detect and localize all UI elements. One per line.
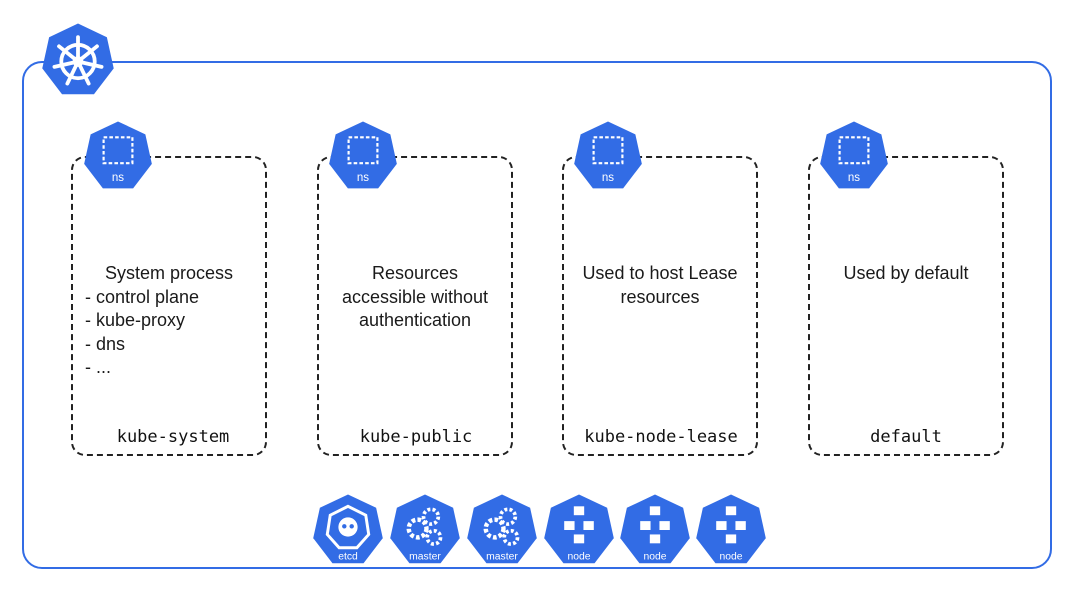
namespace-name: kube-node-lease [584, 427, 738, 447]
namespace-icon: ns [329, 121, 397, 189]
namespace-name: kube-public [359, 427, 473, 447]
list-item: - ... [85, 357, 111, 377]
namespace-icon-label: ns [602, 172, 614, 184]
component-label: master [409, 552, 441, 563]
component-label: etcd [338, 552, 358, 563]
namespace-name: default [870, 427, 942, 447]
namespace-description: Resources accessible without authenticat… [317, 262, 513, 333]
namespace-box-kube-system [71, 156, 267, 456]
component-list: - control plane - kube-proxy - dns - ... [71, 286, 267, 380]
namespace-icon-label: ns [112, 172, 124, 184]
etcd-icon: etcd [313, 494, 383, 564]
cluster-boundary [22, 61, 1052, 569]
namespace-description: Used by default [808, 262, 1004, 286]
component-label: node [719, 552, 742, 563]
node-icon: node [544, 494, 614, 564]
namespace-icon-label: ns [848, 172, 860, 184]
list-item: - dns [85, 333, 126, 354]
component-label: master [486, 552, 518, 563]
description-line: resources [620, 286, 700, 307]
namespace-icon: ns [84, 121, 152, 189]
namespace-icon: ns [574, 121, 642, 189]
description-line: accessible without [341, 286, 489, 307]
description-line: Resources [371, 263, 459, 283]
namespace-box-kube-public [317, 156, 513, 456]
component-label: node [643, 552, 666, 563]
node-icon: node [620, 494, 690, 564]
master-icon: master [390, 494, 460, 564]
namespace-description: Used to host Lease resources [562, 262, 758, 309]
list-item: - kube-proxy [85, 310, 186, 330]
namespace-name: kube-system [116, 427, 230, 447]
list-item: - control plane [85, 286, 200, 307]
description-line: Used by default [843, 263, 969, 283]
master-icon: master [467, 494, 537, 564]
namespace-icon-label: ns [357, 172, 369, 184]
node-icon: node [696, 494, 766, 564]
component-label: node [567, 552, 590, 563]
kubernetes-logo-icon [42, 23, 114, 95]
description-line: Used to host Lease [582, 263, 738, 283]
namespace-description: System process - control plane - kube-pr… [71, 262, 267, 380]
namespace-box-default [808, 156, 1004, 456]
description-line: authentication [358, 310, 472, 330]
namespace-box-kube-node-lease [562, 156, 758, 456]
description-line: System process [104, 263, 234, 283]
namespace-icon: ns [820, 121, 888, 189]
